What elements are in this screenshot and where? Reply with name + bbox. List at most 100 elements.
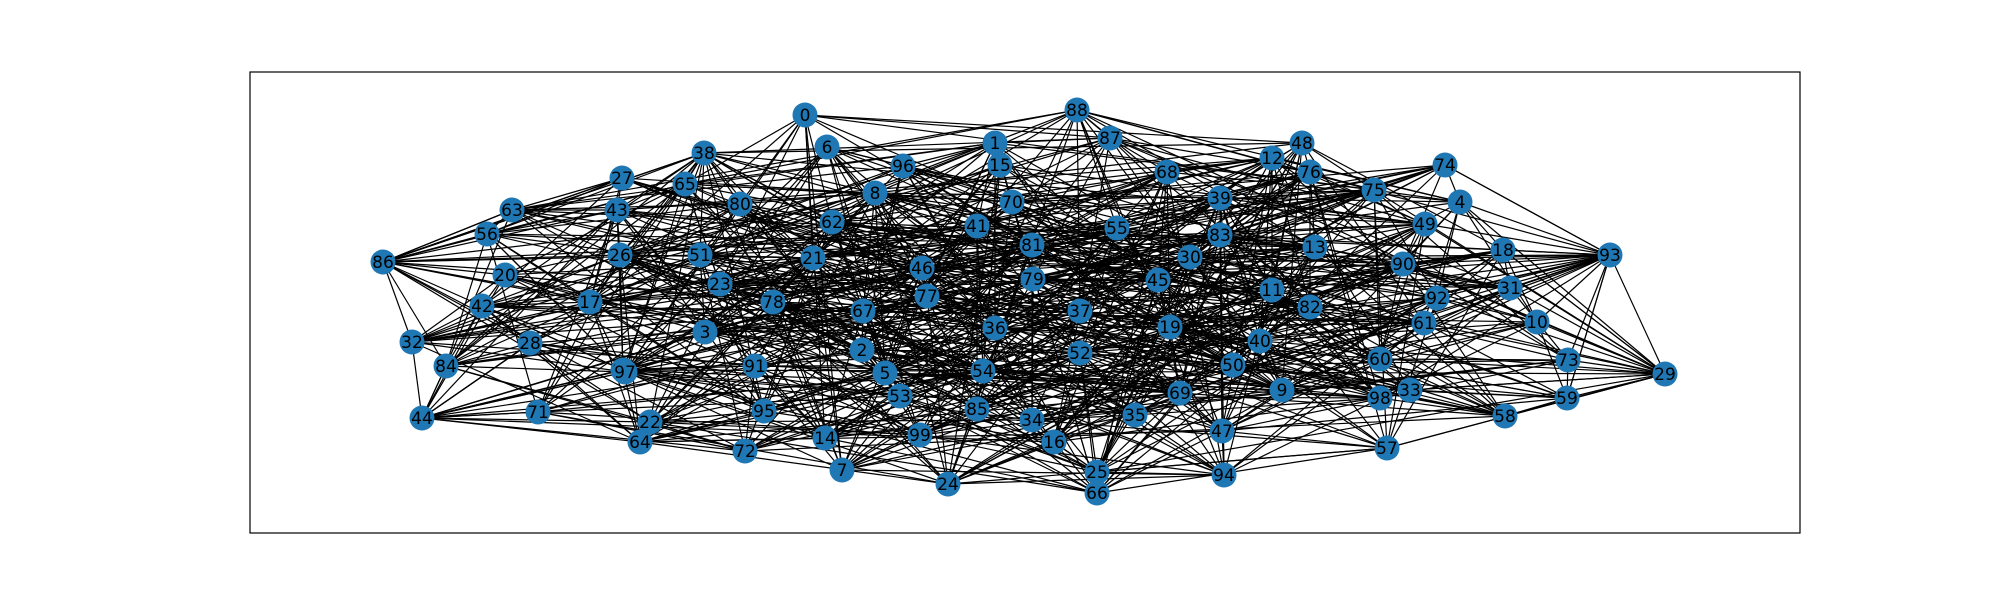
edge [639, 441, 949, 485]
edge [1134, 397, 1381, 416]
edge [537, 254, 621, 413]
node-circle [1019, 232, 1045, 258]
node-label: 39 [1209, 189, 1231, 209]
edge [511, 177, 623, 211]
node-circle [687, 242, 713, 268]
edge [411, 341, 423, 419]
node-97: 97 [612, 359, 638, 385]
node-label: 19 [1159, 318, 1181, 338]
node-label: 43 [606, 201, 628, 221]
edge [1079, 352, 1388, 449]
edge [382, 183, 686, 263]
node-label: 14 [814, 429, 836, 449]
edge [445, 233, 488, 367]
edge [382, 261, 984, 372]
node-60: 60 [1367, 346, 1393, 372]
edge [1076, 109, 1225, 476]
node-circle [1297, 294, 1323, 320]
edge [1179, 392, 1506, 417]
edge [622, 369, 1181, 394]
edge [537, 283, 721, 413]
edge [639, 392, 1181, 443]
node-label: 90 [1392, 255, 1414, 275]
edge [421, 411, 539, 419]
edge [1157, 279, 1261, 342]
node-label: 93 [1599, 246, 1621, 266]
node-79: 79 [1020, 266, 1046, 292]
edge [1232, 364, 1381, 399]
node-label: 95 [753, 402, 775, 422]
node-circle [982, 315, 1008, 341]
node-circle [760, 289, 786, 315]
edge [947, 223, 1426, 485]
edge [699, 254, 814, 259]
node-39: 39 [1207, 185, 1233, 211]
node-circle [1367, 385, 1393, 411]
node-circle [637, 409, 663, 435]
node-label: 20 [494, 266, 516, 286]
node-circle [1157, 314, 1183, 340]
edge [1259, 340, 1506, 417]
node-76: 76 [1297, 159, 1323, 185]
edge [763, 310, 1081, 412]
node-circle [792, 102, 818, 128]
edge [1109, 137, 1381, 399]
node-75: 75 [1361, 177, 1387, 203]
node-label: 6 [822, 138, 833, 158]
node-98: 98 [1367, 385, 1393, 411]
edge [382, 254, 701, 263]
edge [1423, 322, 1666, 375]
node-circle [1207, 222, 1233, 248]
node-label: 68 [1156, 163, 1178, 183]
edge [772, 301, 1225, 476]
node-84: 84 [433, 353, 459, 379]
node-circle [1122, 402, 1148, 428]
edge [772, 171, 1168, 303]
node-circle [1390, 251, 1416, 277]
node-label: 9 [1277, 381, 1288, 401]
edge [486, 152, 705, 235]
edge [486, 233, 765, 412]
edge [619, 192, 876, 256]
node-28: 28 [517, 330, 543, 356]
node-57: 57 [1374, 435, 1400, 461]
edge [511, 109, 1078, 211]
edge [1079, 171, 1168, 354]
node-circle [1374, 435, 1400, 461]
node-71: 71 [525, 399, 551, 425]
node-label: 38 [693, 144, 715, 164]
edge [994, 201, 1013, 329]
node-circle [964, 213, 990, 239]
edge [926, 295, 978, 410]
node-circle [1041, 429, 1067, 455]
edge [1309, 306, 1425, 324]
edge [421, 371, 626, 419]
edge [982, 171, 1168, 372]
node-label: 62 [821, 213, 843, 233]
node-96: 96 [890, 153, 916, 179]
edge [1076, 109, 1611, 256]
edge [1436, 297, 1666, 375]
edge [1031, 171, 1168, 246]
node-99: 99 [907, 422, 933, 448]
node-7: 7 [829, 457, 855, 483]
edge [1379, 397, 1506, 417]
edge [804, 114, 1303, 144]
node-label: 30 [1179, 248, 1201, 268]
edge [382, 261, 531, 344]
nodes-layer: 0123456789101112131415161718192021222324… [370, 97, 1678, 506]
node-10: 10 [1524, 309, 1550, 335]
edge [919, 109, 1078, 436]
node-label: 31 [1499, 279, 1521, 299]
edge [772, 301, 864, 312]
node-22: 22 [637, 409, 663, 435]
edge [699, 165, 904, 256]
node-17: 17 [577, 289, 603, 315]
node-label: 42 [471, 297, 493, 317]
node-2: 2 [849, 337, 875, 363]
node-circle [1084, 459, 1110, 485]
edge [411, 274, 506, 343]
edge [1402, 263, 1506, 417]
node-68: 68 [1154, 159, 1180, 185]
node-44: 44 [409, 405, 435, 431]
